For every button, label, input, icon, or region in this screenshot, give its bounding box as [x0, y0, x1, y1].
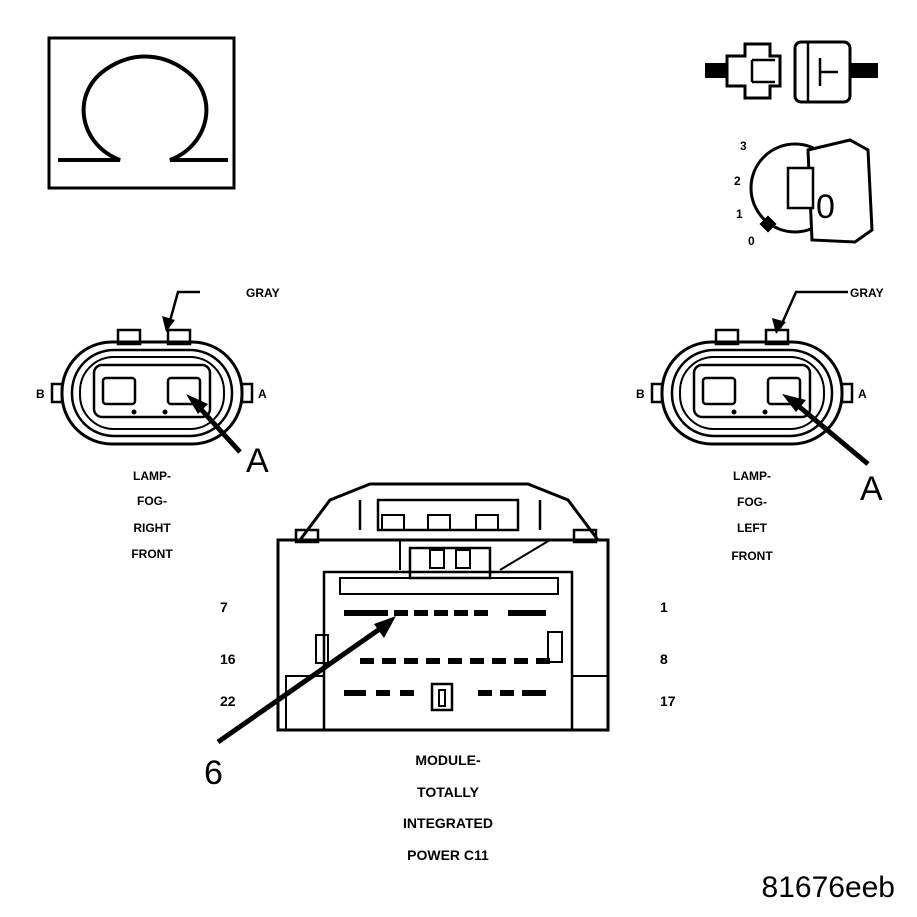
svg-text:0: 0	[816, 188, 835, 226]
svg-text:FOG-: FOG-	[737, 495, 767, 509]
svg-text:16: 16	[220, 651, 236, 667]
svg-text:POWER C11: POWER C11	[407, 847, 489, 863]
svg-text:7: 7	[220, 599, 228, 615]
svg-text:2: 2	[734, 174, 741, 188]
svg-text:FRONT: FRONT	[131, 547, 173, 561]
svg-text:8: 8	[660, 651, 668, 667]
svg-text:1: 1	[660, 599, 668, 615]
ignition-key-icon: 3 2 1 0 0	[734, 138, 874, 248]
svg-text:A: A	[258, 387, 267, 401]
ohmmeter-icon	[47, 36, 236, 190]
svg-text:22: 22	[220, 693, 236, 709]
module-tipm-c11-connector: 7 16 22 1 8 17 6 MODULE- TOTALLY INTEGRA…	[204, 482, 676, 863]
callout-a: A	[860, 470, 883, 508]
lamp-fog-right-front-connector: GRAY B A A LAMP- FOG- RIGHT FRONT	[36, 286, 280, 561]
lamp-fog-left-front-connector: GRAY B A A LAMP- FOG- LEFT FRONT	[636, 286, 884, 563]
svg-text:B: B	[36, 387, 45, 401]
svg-text:LAMP-: LAMP-	[133, 469, 171, 483]
svg-text:LAMP-: LAMP-	[733, 469, 771, 483]
figure-id: 81676eeb	[762, 871, 895, 904]
svg-text:17: 17	[660, 693, 676, 709]
svg-text:TOTALLY: TOTALLY	[417, 784, 480, 800]
svg-text:MODULE-: MODULE-	[415, 752, 481, 768]
wire-color-label: GRAY	[246, 286, 280, 300]
svg-text:RIGHT: RIGHT	[133, 521, 171, 535]
svg-text:1: 1	[736, 207, 743, 221]
callout-6: 6	[204, 754, 223, 792]
callout-a: A	[246, 442, 269, 480]
wire-color-label: GRAY	[850, 286, 884, 300]
svg-text:A: A	[858, 387, 867, 401]
svg-text:LEFT: LEFT	[737, 521, 768, 535]
svg-text:0: 0	[748, 234, 755, 248]
svg-text:INTEGRATED: INTEGRATED	[403, 815, 493, 831]
svg-text:FRONT: FRONT	[731, 549, 773, 563]
svg-text:B: B	[636, 387, 645, 401]
svg-text:3: 3	[740, 139, 747, 153]
svg-text:FOG-: FOG-	[137, 494, 167, 508]
disconnect-connector-icon	[705, 40, 878, 104]
